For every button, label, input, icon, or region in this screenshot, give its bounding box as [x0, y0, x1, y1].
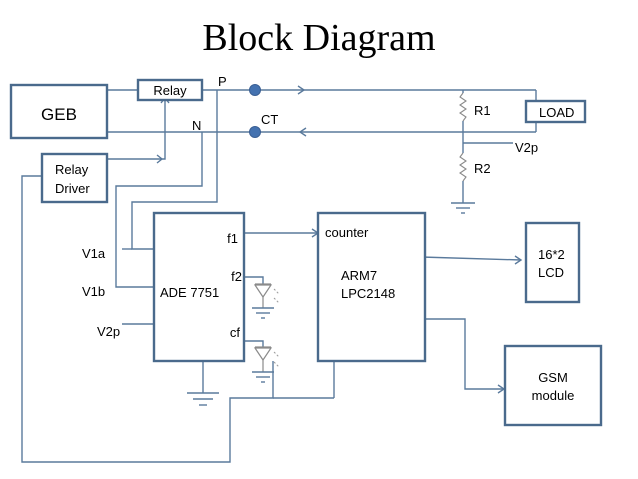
ground-icon-divider: [451, 202, 475, 214]
arrow-lcd: [514, 255, 523, 265]
block-arm7: counter ARM7 LPC2148: [316, 211, 427, 363]
arrow-n-left: [298, 127, 307, 137]
v1a-label: V1a: [82, 246, 106, 261]
load-label: LOAD: [539, 105, 574, 120]
block-geb: GEB: [9, 83, 109, 140]
block-relay-driver: Relay Driver: [40, 152, 109, 204]
f2-label: f2: [231, 269, 242, 284]
n-label: N: [192, 118, 201, 133]
ct-label: CT: [261, 112, 278, 127]
wire-arm-lcd: [420, 256, 522, 261]
node-ct: [249, 126, 261, 138]
wire-f2-led: [244, 276, 264, 284]
wire-n-v1b: [115, 132, 203, 288]
p-label: P: [218, 74, 227, 89]
wire-arm-gsm: [426, 318, 504, 390]
led-icon-cf: [252, 346, 280, 383]
v2p-left-label: V2p: [97, 324, 120, 339]
wire-driver-relay: [107, 98, 166, 160]
lcd-label-2: LCD: [538, 265, 564, 280]
wire-p-v1a: [131, 90, 218, 250]
node-p: [249, 84, 261, 96]
gsm-label-2: module: [532, 388, 575, 403]
arrow-driver-right: [156, 154, 164, 164]
block-ade7751: ADE 7751 f1 f2 cf: [152, 211, 246, 363]
r2-label: R2: [474, 161, 491, 176]
gsm-label-1: GSM: [538, 370, 568, 385]
arm-label-2: LPC2148: [341, 286, 395, 301]
arrow-p-right: [297, 85, 306, 95]
block-relay: Relay: [136, 78, 204, 102]
f1-label: f1: [227, 231, 238, 246]
relay-driver-label-2: Driver: [55, 181, 90, 196]
cf-label: cf: [230, 325, 241, 340]
v1b-label: V1b: [82, 284, 105, 299]
resistor-r1: [459, 92, 467, 122]
relay-label: Relay: [153, 83, 187, 98]
diagram-title: Block Diagram: [202, 17, 435, 59]
geb-label: GEB: [41, 105, 77, 124]
counter-label: counter: [325, 225, 369, 240]
ade-label: ADE 7751: [160, 285, 219, 300]
lcd-label-1: 16*2: [538, 247, 565, 262]
wire-cf-led: [244, 340, 264, 347]
v2p-right-label: V2p: [515, 140, 538, 155]
relay-driver-label-1: Relay: [55, 162, 89, 177]
r1-label: R1: [474, 103, 491, 118]
arm-label-1: ARM7: [341, 268, 377, 283]
block-gsm: GSM module: [503, 344, 603, 427]
resistor-r2: [459, 152, 467, 182]
led-icon-f2: [252, 283, 280, 319]
block-lcd: 16*2 LCD: [524, 221, 581, 304]
block-load: LOAD: [524, 99, 587, 124]
ground-icon-ade: [187, 392, 219, 406]
